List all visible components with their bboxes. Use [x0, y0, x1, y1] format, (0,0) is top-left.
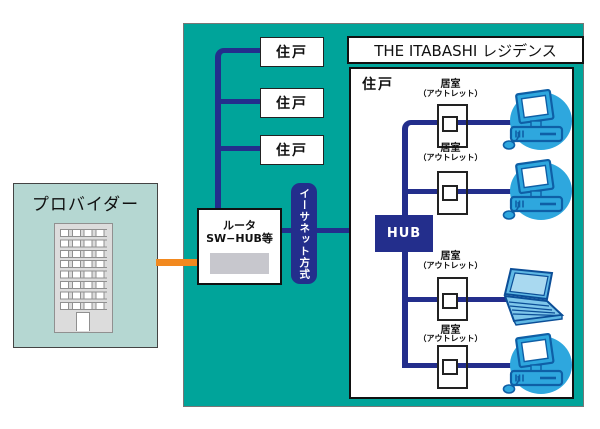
- provider-building-icon: [54, 223, 113, 333]
- outlet-stub-1: [454, 120, 466, 125]
- provider-cable: [156, 259, 198, 266]
- residence-unit-label: 住戸: [362, 77, 394, 93]
- unit-branch-line: [218, 99, 260, 104]
- router-box: ルータ SW−HUB等: [197, 208, 282, 285]
- trunk-corner: [215, 48, 266, 71]
- provider-box: プロバイダー: [13, 183, 158, 348]
- desktop-computer-icon: [498, 158, 574, 228]
- outlet-port-1: [442, 116, 458, 132]
- outlet-label: （アウトレット）: [418, 89, 483, 98]
- outlet-stub-3: [454, 297, 466, 302]
- router-hub-line: [280, 228, 377, 233]
- room-label: 居室: [440, 325, 461, 336]
- room-label: 居室: [440, 143, 461, 154]
- interior-trunk-lower: [402, 252, 408, 368]
- outlet-stub-2: [454, 189, 466, 194]
- desktop-computer-icon: [498, 332, 574, 402]
- room-label: 居室: [440, 79, 461, 90]
- outlet-label: （アウトレット）: [418, 153, 483, 162]
- provider-label: プロバイダー: [31, 195, 140, 215]
- room-label: 居室: [440, 251, 461, 262]
- ethernet-method-label: イーサネット方式: [298, 187, 311, 280]
- hub-box: HUB: [375, 215, 433, 252]
- desktop-computer-icon: [498, 88, 574, 158]
- unit-box-2: 住戸: [260, 88, 324, 118]
- unit-box-3: 住戸: [260, 135, 324, 165]
- unit-branch-line: [218, 146, 260, 151]
- outlet-stub-4: [454, 363, 466, 368]
- laptop-computer-icon: [496, 266, 566, 332]
- outlet-port-2: [442, 185, 458, 201]
- outlet-branch-line-1: [437, 120, 520, 125]
- unit-trunk-line: [215, 62, 221, 209]
- outlet-port-4: [442, 359, 458, 375]
- router-label-line1: ルータ: [223, 219, 256, 232]
- outlet-port-3: [442, 293, 458, 309]
- ethernet-method-box: イーサネット方式: [291, 183, 317, 284]
- outlet-label: （アウトレット）: [418, 334, 483, 343]
- router-label-line2: SW−HUB等: [206, 232, 273, 245]
- residence-title-box: THE ITABASHI レジデンス: [347, 36, 584, 64]
- interior-trunk-upper: [402, 133, 408, 215]
- building-windows: [60, 229, 107, 312]
- interior-trunk-corner: [402, 120, 443, 141]
- building-door: [76, 312, 90, 331]
- outlet-label: （アウトレット）: [418, 261, 483, 270]
- unit-box-1: 住戸: [260, 37, 324, 67]
- router-device-icon: [210, 253, 269, 274]
